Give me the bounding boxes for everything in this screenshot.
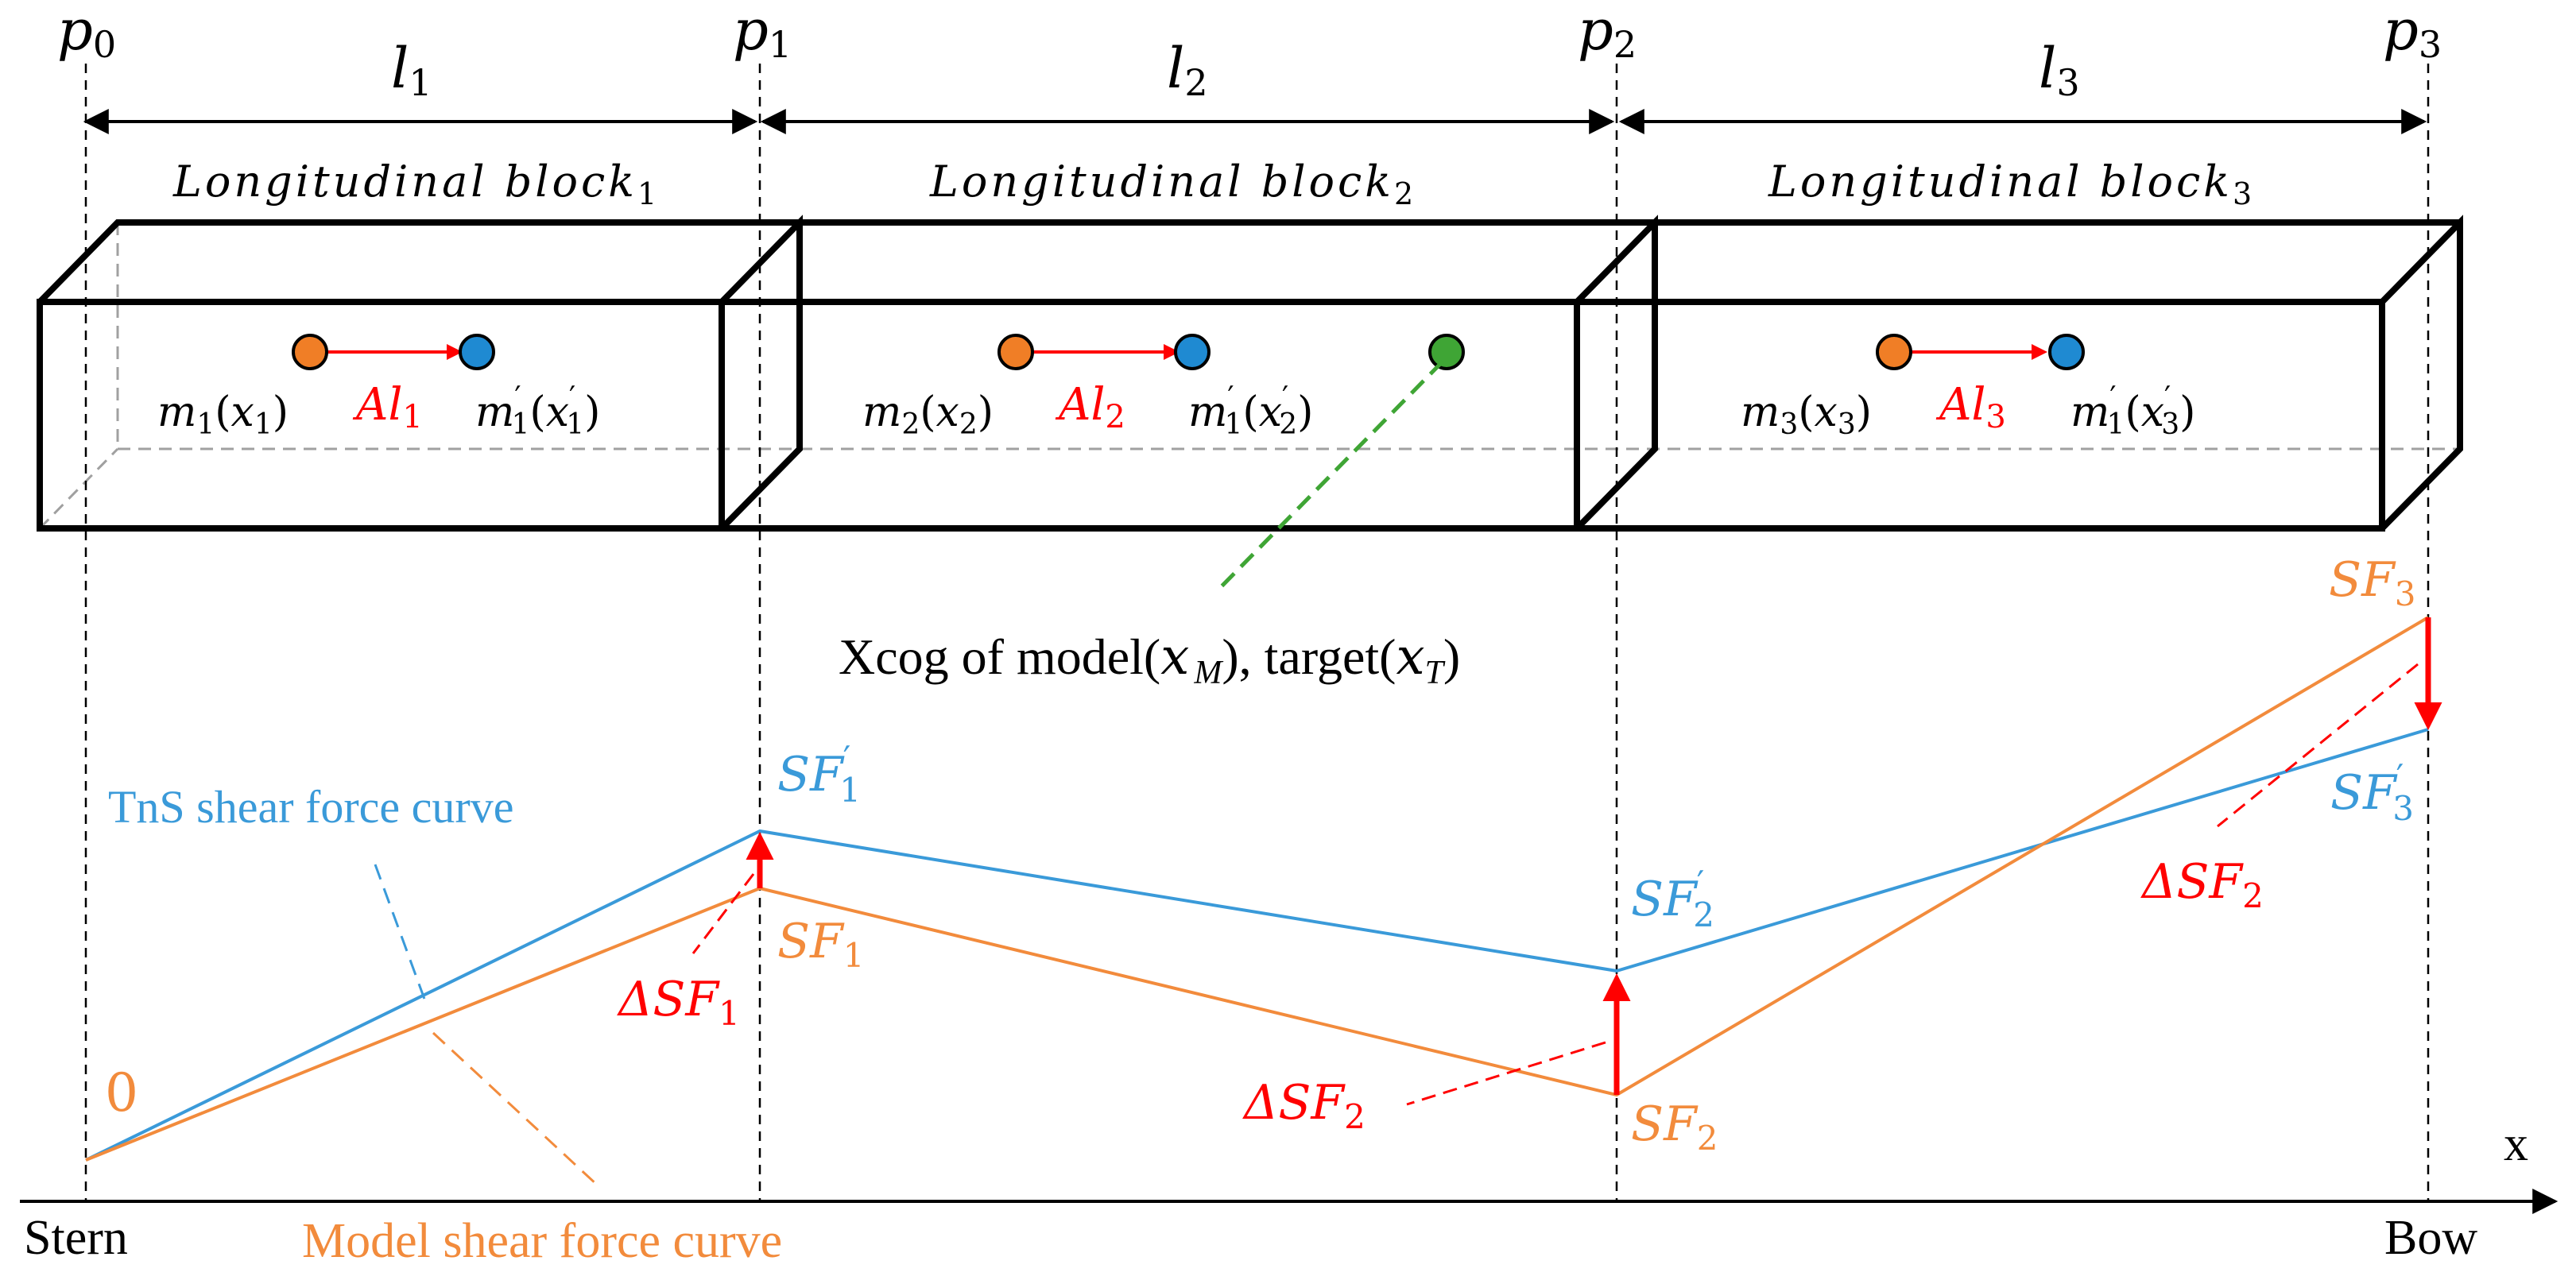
point-labels: p0 p1 p2 p3 xyxy=(57,0,2442,66)
label-dsf2-right: ΔSF2 xyxy=(2140,854,2264,915)
delta-leaders xyxy=(691,663,2419,1106)
label-sf1: SF1 xyxy=(777,914,864,975)
label-sf3-prime: SF′3 xyxy=(2330,757,2414,828)
delta-sf-labels: ΔSF1 ΔSF2 ΔSF2 xyxy=(617,854,2264,1136)
delta-arrows xyxy=(746,617,2442,1095)
length-label-l3: l3 xyxy=(2039,36,2080,104)
shift-label-al2: Al2 xyxy=(1055,379,1125,435)
point-label-p0: p0 xyxy=(57,0,116,66)
block-1-box xyxy=(37,215,803,532)
length-label-l1: l1 xyxy=(391,36,432,104)
tns-curve-leader xyxy=(374,864,427,1002)
block-titles: Longitudinal block1 Longitudinal block2 … xyxy=(172,157,2255,211)
mass-label-m2: m2(x2) xyxy=(862,389,994,441)
mass-point-m1 xyxy=(292,334,328,370)
length-labels: l1 l2 l3 xyxy=(391,36,2080,104)
model-curve-leader xyxy=(432,1031,599,1187)
mass-point-m3 xyxy=(1876,334,1912,370)
mass-label-m3-prime: m′1(x′3) xyxy=(2070,381,2195,441)
model-shear-force-curve xyxy=(85,616,2430,1162)
block-title-1: Longitudinal block1 xyxy=(172,157,660,211)
label-sf3: SF3 xyxy=(2329,552,2415,613)
mass-point-m1-prime xyxy=(459,334,495,370)
mass-points xyxy=(292,334,2085,370)
length-label-l2: l2 xyxy=(1167,36,1208,104)
block-boxes xyxy=(37,215,2463,532)
label-sf1-prime: SF′1 xyxy=(777,739,861,810)
shift-labels: Al1 Al2 Al3 xyxy=(352,379,2006,435)
label-sf2-prime: SF′2 xyxy=(1631,864,1714,934)
point-label-p2: p2 xyxy=(1578,0,1637,66)
shift-label-al1: Al1 xyxy=(352,379,423,435)
bow-label: Bow xyxy=(2384,1211,2477,1265)
mass-label-m1-prime: m′1(x′1) xyxy=(475,381,600,441)
x-axis-label: x xyxy=(2504,1117,2528,1171)
mass-label-m3: m3(x3) xyxy=(1741,389,1872,441)
mass-label-m1: m1(x1) xyxy=(157,389,289,441)
mass-point-m2-prime xyxy=(1174,334,1211,370)
block-3-box xyxy=(1574,215,2463,532)
label-sf2: SF2 xyxy=(1631,1096,1718,1158)
mass-labels: m1(x1) m′1(x′1) m2(x2) m′1(x′2) m3(x3) m… xyxy=(157,381,2195,441)
label-dsf1: ΔSF1 xyxy=(617,972,740,1033)
sf-labels-model: SF1 SF2 SF3 0 xyxy=(105,552,2415,1158)
mass-label-m2-prime: m′1(x′2) xyxy=(1188,381,1313,441)
sf-labels-tns: SF′1 SF′2 SF′3 xyxy=(777,739,2414,934)
block-title-2: Longitudinal block2 xyxy=(929,157,1416,211)
block-title-3: Longitudinal block3 xyxy=(1768,157,2255,211)
stern-label: Stern xyxy=(24,1211,128,1265)
point-label-p1: p1 xyxy=(733,0,792,66)
hidden-edges xyxy=(38,222,2460,530)
point-label-p3: p3 xyxy=(2383,0,2442,66)
cog-point xyxy=(1428,334,1465,370)
label-zero: 0 xyxy=(105,1062,138,1123)
block-2-box xyxy=(719,215,1658,532)
tns-curve-label: TnS shear force curve xyxy=(108,781,513,833)
label-dsf2-mid: ΔSF2 xyxy=(1242,1075,1365,1136)
mass-point-m3-prime xyxy=(2048,334,2085,370)
model-curve-label: Model shear force curve xyxy=(302,1214,782,1268)
shift-label-al3: Al3 xyxy=(1935,379,2006,435)
mass-point-m2 xyxy=(997,334,1034,370)
